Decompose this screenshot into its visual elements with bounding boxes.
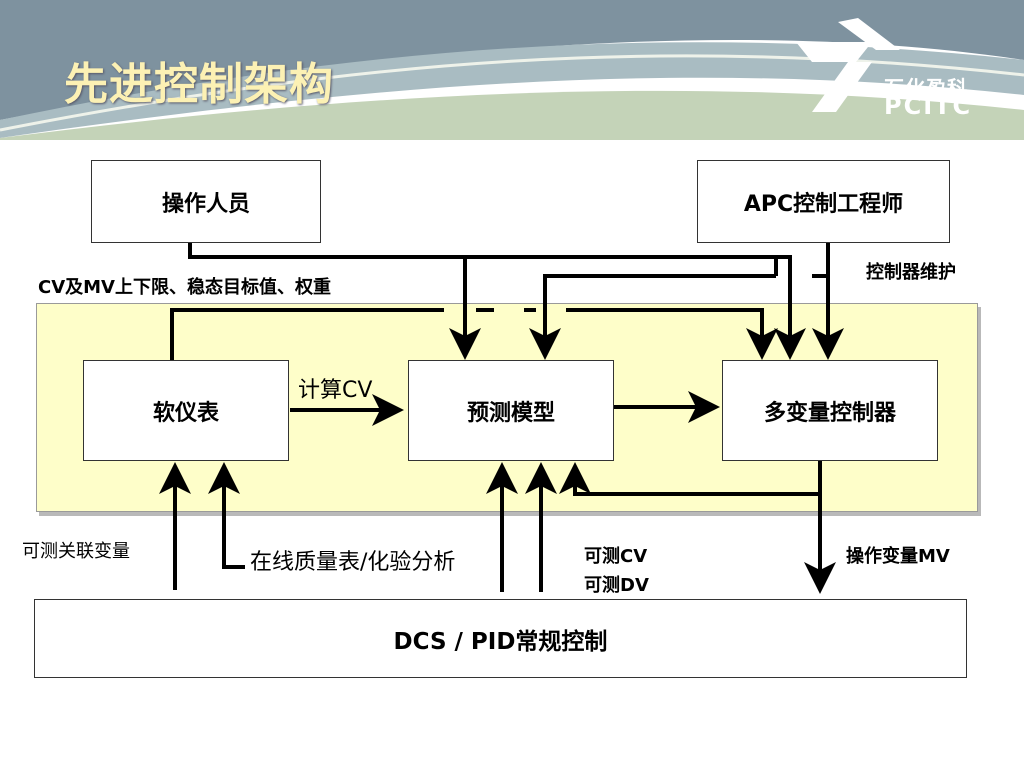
online-analyzer-label: 在线质量表/化验分析 <box>250 550 456 575</box>
controller-feedback <box>559 460 822 496</box>
calc-cv-label: 计算CV <box>298 378 373 403</box>
soft-sensor-box: 软仪表 <box>83 360 289 461</box>
limits-label: CV及MV上下限、稳态目标值、权重 <box>38 277 331 298</box>
operator-line <box>188 243 806 360</box>
operator-box: 操作人员 <box>91 160 321 243</box>
apc-to-model <box>545 257 778 356</box>
measured-cv-label: 可测CV <box>584 546 648 567</box>
mv-controller-box: 多变量控制器 <box>722 360 938 461</box>
logo-chinese: 石化盈科 <box>884 76 968 100</box>
dcs-box: DCS / PID常规控制 <box>34 599 967 678</box>
soft-sensor-up <box>170 308 444 360</box>
logo-english: PCITC <box>884 92 973 120</box>
measured-dv-label: 可测DV <box>584 575 649 596</box>
maintenance-label: 控制器维护 <box>866 262 956 283</box>
soft-sensor-to-controller <box>566 308 778 360</box>
manipulated-mv-label: 操作变量MV <box>846 546 950 567</box>
related-vars-label: 可测关联变量 <box>22 541 130 562</box>
logo-icon <box>796 18 900 112</box>
page-title: 先进控制架构 <box>64 59 334 110</box>
apc-engineer-box: APC控制工程师 <box>697 160 950 243</box>
slide-header: 先进控制架构 石化盈科 PCITC <box>0 0 1024 140</box>
prediction-model-box: 预测模型 <box>408 360 614 461</box>
analyzer-arrow <box>208 462 245 569</box>
header-background <box>0 0 1024 140</box>
